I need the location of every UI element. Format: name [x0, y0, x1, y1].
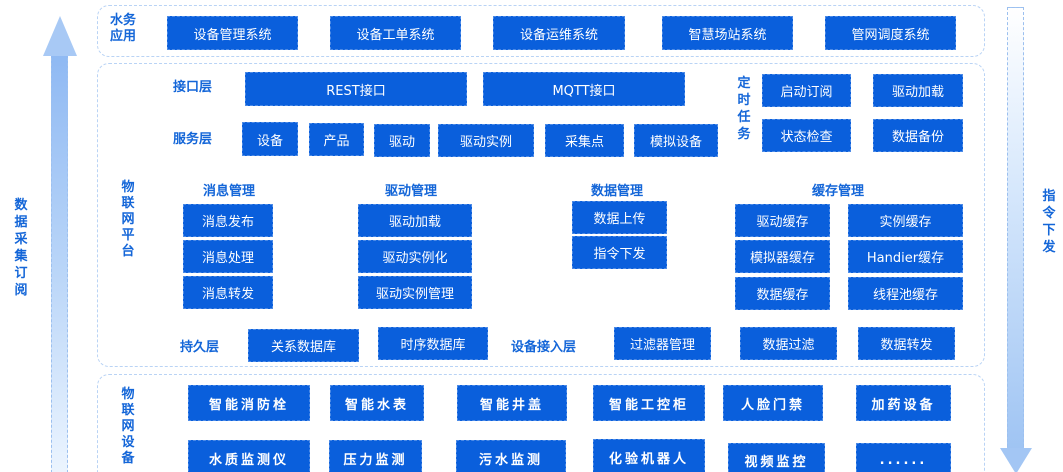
data-upload[interactable]: 数据上传: [572, 201, 667, 234]
app-system-smart-station[interactable]: 智慧场站系统: [662, 16, 793, 50]
arrow-up-icon: [43, 16, 77, 56]
service-device[interactable]: 设备: [242, 122, 298, 156]
device-access-layer-label: 设备接入层: [511, 340, 577, 355]
task-data-backup[interactable]: 数据备份: [873, 119, 963, 152]
message-mgmt-label: 消息管理: [203, 184, 256, 199]
data-collection-arrow-shaft: [51, 53, 68, 472]
iot-platform-title: 物联网平台: [121, 180, 135, 259]
data-mgmt-label: 数据管理: [591, 184, 644, 199]
driver-instantiation[interactable]: 驱动实例化: [358, 240, 472, 273]
message-publish[interactable]: 消息发布: [183, 204, 273, 237]
app-layer-title-line1: 水务: [110, 13, 137, 28]
task-start-subscription[interactable]: 启动订阅: [762, 74, 851, 107]
arrow-down-icon: [1000, 448, 1032, 472]
app-system-pipe-dispatch[interactable]: 管网调度系统: [825, 16, 956, 50]
task-status-check[interactable]: 状态检查: [762, 119, 851, 152]
rest-interface[interactable]: REST接口: [245, 72, 467, 106]
command-dispatch-arrow-shaft: [1007, 7, 1024, 452]
cache-thread-pool[interactable]: 线程池缓存: [848, 277, 963, 310]
service-product[interactable]: 产品: [309, 123, 364, 156]
data-collection-label: 数据采集订阅: [14, 198, 28, 298]
timeseries-database[interactable]: 时序数据库: [378, 327, 488, 360]
persistence-layer-label: 持久层: [180, 340, 220, 355]
device-face-access[interactable]: 人脸门禁: [723, 385, 823, 421]
cache-instance[interactable]: 实例缓存: [848, 204, 963, 237]
cache-simulator[interactable]: 模拟器缓存: [735, 240, 830, 273]
cache-data[interactable]: 数据缓存: [735, 277, 830, 310]
relational-database[interactable]: 关系数据库: [248, 329, 359, 362]
data-filtering[interactable]: 数据过滤: [740, 327, 837, 360]
device-smart-manhole[interactable]: 智能井盖: [457, 385, 567, 421]
driver-loading[interactable]: 驱动加载: [358, 204, 472, 237]
app-system-device-management[interactable]: 设备管理系统: [167, 16, 298, 50]
driver-mgmt-label: 驱动管理: [385, 184, 438, 199]
app-system-device-workorder[interactable]: 设备工单系统: [330, 16, 461, 50]
iot-devices-title: 物联网设备: [121, 387, 135, 466]
service-driver[interactable]: 驱动: [374, 124, 430, 157]
device-pressure-monitor[interactable]: 压力监测: [329, 440, 422, 472]
mqtt-interface[interactable]: MQTT接口: [483, 72, 685, 106]
device-video-surveillance[interactable]: 视频监控: [728, 443, 825, 472]
task-driver-loading[interactable]: 驱动加载: [873, 74, 963, 107]
cache-mgmt-label: 缓存管理: [812, 184, 865, 199]
message-forwarding[interactable]: 消息转发: [183, 276, 273, 309]
command-dispatch[interactable]: 指令下发: [572, 236, 667, 269]
device-smart-hydrant[interactable]: 智能消防栓: [188, 385, 310, 421]
data-forwarding[interactable]: 数据转发: [858, 327, 955, 360]
command-dispatch-label: 指令下发: [1042, 189, 1056, 255]
cache-handler[interactable]: Handier缓存: [848, 240, 963, 273]
service-driver-instance[interactable]: 驱动实例: [438, 124, 534, 157]
service-collection-point[interactable]: 采集点: [545, 124, 624, 157]
device-dosing[interactable]: 加药设备: [856, 385, 951, 421]
device-smart-control-cabinet[interactable]: 智能工控柜: [593, 385, 705, 421]
app-layer-title-line2: 应用: [110, 29, 137, 44]
interface-layer-label: 接口层: [173, 80, 213, 95]
app-system-device-ops[interactable]: 设备运维系统: [493, 16, 625, 50]
service-layer-label: 服务层: [173, 132, 213, 147]
device-water-quality-monitor[interactable]: 水质监测仪: [188, 440, 310, 472]
driver-instance-management[interactable]: 驱动实例管理: [358, 276, 472, 309]
message-processing[interactable]: 消息处理: [183, 240, 273, 273]
service-simulated-device[interactable]: 模拟设备: [634, 124, 718, 157]
cache-driver[interactable]: 驱动缓存: [735, 204, 830, 237]
device-smart-water-meter[interactable]: 智能水表: [330, 385, 424, 421]
scheduled-tasks-label: 定时任务: [737, 76, 751, 142]
filter-management[interactable]: 过滤器管理: [614, 327, 711, 360]
device-lab-robot[interactable]: 化验机器人: [593, 439, 705, 472]
device-sewage-monitor[interactable]: 污水监测: [456, 440, 566, 472]
device-more-ellipsis[interactable]: ......: [856, 443, 951, 472]
